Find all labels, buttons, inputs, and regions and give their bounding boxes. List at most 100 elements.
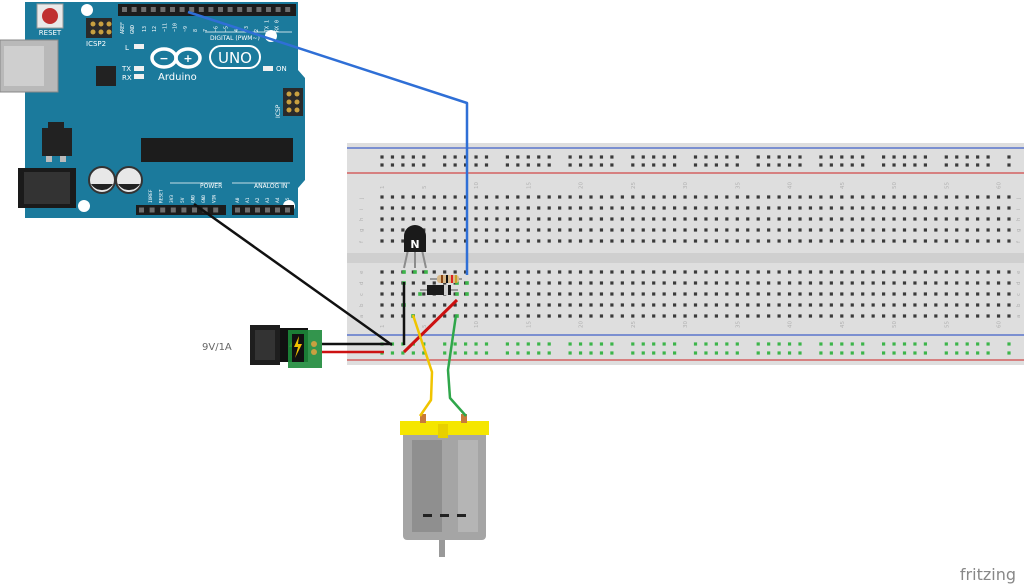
digital-pin-label: ~11 xyxy=(162,23,168,32)
breadboard-hole xyxy=(787,239,792,243)
rail-hole xyxy=(652,342,656,346)
row-letter: f xyxy=(359,240,365,243)
row-letter: h xyxy=(359,217,365,221)
rail-hole xyxy=(1007,163,1011,167)
breadboard-hole xyxy=(882,270,886,274)
breadboard-hole xyxy=(693,239,698,243)
breadboard-hole xyxy=(652,281,656,285)
rail-hole xyxy=(840,163,844,167)
header-pin xyxy=(141,7,147,12)
breadboard-hole xyxy=(568,217,572,221)
breadboard-hole xyxy=(516,206,520,210)
fritzing-watermark: fritzing xyxy=(960,565,1016,584)
breadboard-hole xyxy=(599,228,604,232)
breadboard-hole xyxy=(464,217,468,221)
breadboard-hole xyxy=(902,303,907,307)
breadboard-hole xyxy=(662,270,666,274)
breadboard-hole xyxy=(599,292,604,296)
header-pin xyxy=(256,7,262,12)
rail-hole xyxy=(944,155,948,159)
breadboard-hole xyxy=(390,281,395,285)
column-number-top: 25 xyxy=(631,182,637,189)
active-hole xyxy=(424,270,428,274)
breadboard-hole xyxy=(787,303,792,307)
row-letter: e xyxy=(359,270,365,274)
breadboard-hole xyxy=(547,195,551,199)
breadboard-hole xyxy=(861,228,865,232)
breadboard-hole xyxy=(453,303,457,307)
column-number-top: 5 xyxy=(422,185,428,189)
breadboard-hole xyxy=(829,292,833,296)
breadboard-hole xyxy=(777,270,781,274)
power-pin-label: IOREF xyxy=(148,189,154,203)
breadboard-hole xyxy=(861,206,865,210)
rail-hole xyxy=(913,163,917,167)
breadboard-hole xyxy=(735,217,739,221)
breadboard-hole xyxy=(996,292,1001,296)
breadboard-hole xyxy=(725,228,729,232)
breadboard-hole xyxy=(432,228,436,232)
capacitor xyxy=(88,166,116,194)
rail-hole xyxy=(599,155,604,159)
digital-pin-label: 13 xyxy=(142,26,148,32)
rail-hole xyxy=(944,342,948,346)
breadboard-hole xyxy=(558,314,562,318)
breadboard-hole xyxy=(902,206,907,210)
breadboard-hole xyxy=(986,195,990,199)
breadboard-hole xyxy=(704,239,708,243)
rail-hole xyxy=(401,155,405,159)
breadboard-hole xyxy=(902,292,907,296)
rail-hole xyxy=(390,351,395,355)
header-pin xyxy=(245,207,250,213)
breadboard-hole xyxy=(547,239,551,243)
breadboard-hole xyxy=(474,303,478,307)
rail-hole xyxy=(850,342,854,346)
column-number-bottom: 25 xyxy=(631,321,637,328)
rail-hole xyxy=(673,351,677,355)
breadboard-hole xyxy=(882,303,886,307)
breadboard-hole xyxy=(871,270,875,274)
breadboard-hole xyxy=(683,195,687,199)
breadboard-hole xyxy=(683,239,687,243)
header-pin xyxy=(149,207,155,213)
breadboard-hole xyxy=(673,292,677,296)
breadboard-hole xyxy=(390,228,395,232)
breadboard-hole xyxy=(1007,195,1011,199)
breadboard-hole xyxy=(735,303,739,307)
analog-pin-label: A3 xyxy=(265,197,271,203)
breadboard-hole xyxy=(380,270,384,274)
power-pin-label: VIN xyxy=(212,195,218,203)
breadboard-hole xyxy=(850,206,854,210)
rail-hole xyxy=(589,351,593,355)
rail-hole xyxy=(955,351,959,355)
breadboard-hole xyxy=(380,217,384,221)
breadboard-hole xyxy=(610,303,614,307)
breadboard-hole xyxy=(840,292,844,296)
breadboard-hole xyxy=(986,303,990,307)
breadboard-hole xyxy=(735,270,739,274)
breadboard-hole xyxy=(558,292,562,296)
rail-hole xyxy=(568,351,572,355)
column-number-bottom: 30 xyxy=(683,321,689,328)
breadboard-hole xyxy=(944,228,948,232)
rail-hole xyxy=(443,342,447,346)
breadboard-hole xyxy=(767,239,771,243)
breadboard-hole xyxy=(777,281,781,285)
rail-hole xyxy=(829,351,833,355)
power-pin-label: 5V xyxy=(180,197,186,203)
breadboard-hole xyxy=(714,206,718,210)
breadboard-hole xyxy=(453,195,457,199)
breadboard-hole xyxy=(390,206,395,210)
breadboard-hole xyxy=(787,281,792,285)
column-number-top: 60 xyxy=(997,182,1003,189)
breadboard-hole xyxy=(662,281,666,285)
breadboard-hole xyxy=(798,217,802,221)
row-letter: i xyxy=(1016,208,1022,210)
breadboard-hole xyxy=(537,195,541,199)
rail-hole xyxy=(652,155,656,159)
breadboard-hole xyxy=(746,281,750,285)
rail-hole xyxy=(902,342,907,346)
rail-hole xyxy=(850,351,854,355)
breadboard-hole xyxy=(819,314,823,318)
rail-hole xyxy=(631,351,635,355)
